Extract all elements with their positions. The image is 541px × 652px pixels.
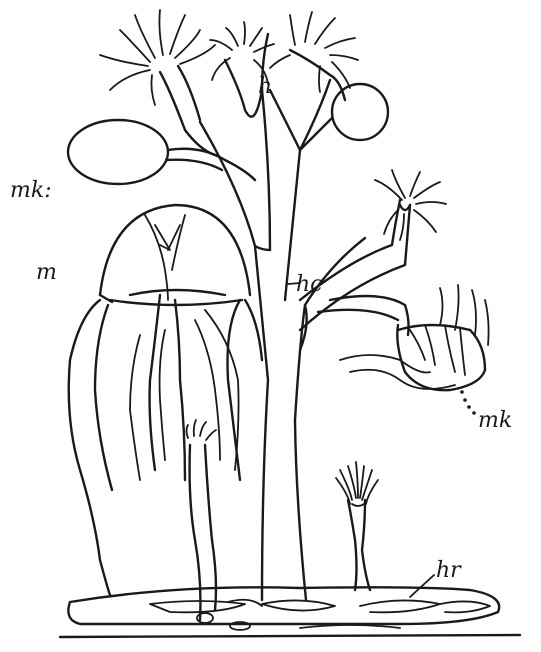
label-hc: hc bbox=[296, 274, 323, 296]
dot-2 bbox=[463, 398, 467, 402]
label-h: h bbox=[258, 76, 272, 98]
label-m: m bbox=[36, 262, 57, 284]
medusa-bud bbox=[340, 285, 489, 415]
hr-leader bbox=[410, 575, 434, 597]
free-medusa bbox=[69, 205, 262, 595]
label-mk-lower: mk bbox=[478, 410, 512, 432]
label-hr: hr bbox=[436, 560, 461, 582]
dot-4 bbox=[472, 411, 476, 415]
dot-1 bbox=[460, 390, 464, 394]
main-stem bbox=[200, 34, 365, 600]
right-branch bbox=[300, 200, 410, 335]
label-mk-upper: mk: bbox=[10, 180, 52, 202]
upper-right-hydranth bbox=[270, 12, 358, 100]
hydrorhiza bbox=[68, 587, 499, 630]
mid-right-hydranth bbox=[375, 170, 446, 240]
substrate-line bbox=[60, 635, 520, 637]
small-hydranth-right bbox=[336, 462, 378, 590]
dot-3 bbox=[467, 405, 471, 409]
